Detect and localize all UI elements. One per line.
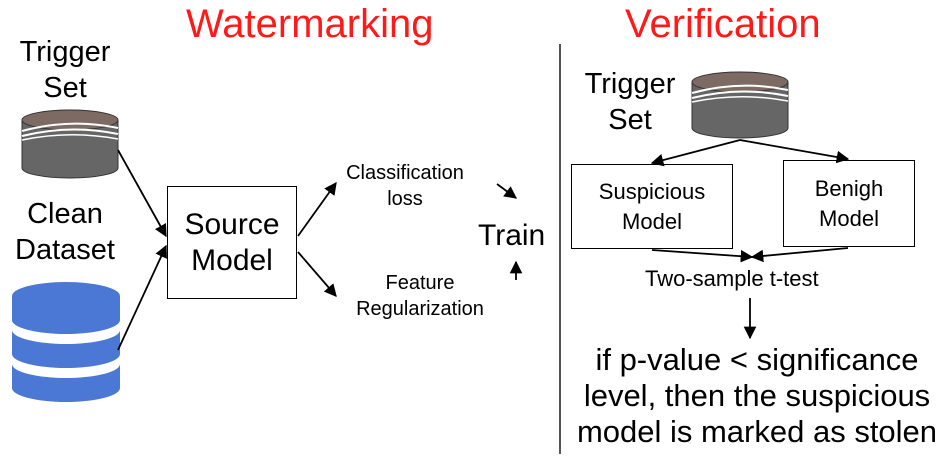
trigger-to-suspicious-arrow xyxy=(650,139,741,167)
source-to-regularization-arrow xyxy=(297,251,337,297)
source-model-box: Source Model xyxy=(167,186,297,299)
train-label: Train xyxy=(478,219,546,252)
verification-conclusion: if p-value < significance level, then th… xyxy=(576,342,938,449)
source-to-classification-arrow xyxy=(297,181,337,237)
trigger-to-source-arrow xyxy=(117,149,167,238)
benign-to-test-arrow xyxy=(750,247,849,263)
t-test-label: Two-sample t-test xyxy=(645,266,819,291)
clean-to-source-arrow xyxy=(117,244,167,351)
trigger-set-label: Trigger Set xyxy=(19,36,111,104)
verification-trigger-set-database-icon xyxy=(691,71,789,139)
trigger-to-benign-arrow xyxy=(739,139,850,164)
verification-trigger-set-label: Trigger Set xyxy=(584,68,676,136)
watermarking-title: Watermarking xyxy=(186,2,434,46)
suspicious-model-box: Suspicious Model xyxy=(571,164,733,249)
source-model-label: Source xyxy=(184,207,280,241)
section-divider xyxy=(559,44,561,454)
suspicious-to-test-arrow xyxy=(651,249,754,263)
benign-model-box: Benigh Model xyxy=(783,160,915,247)
clean-dataset-database-icon xyxy=(12,282,120,402)
suspicious-model-label: Suspicious xyxy=(598,178,706,204)
verification-title: Verification xyxy=(625,2,821,46)
benign-model-label: Benigh xyxy=(814,175,884,201)
classification-to-train-arrow xyxy=(496,183,518,199)
classification-loss-label: Classification loss xyxy=(346,162,464,210)
clean-dataset-label: Clean Dataset xyxy=(15,198,115,266)
feature-regularization-label: Feature Regularization xyxy=(356,272,484,320)
trigger-set-database-icon xyxy=(21,109,119,179)
